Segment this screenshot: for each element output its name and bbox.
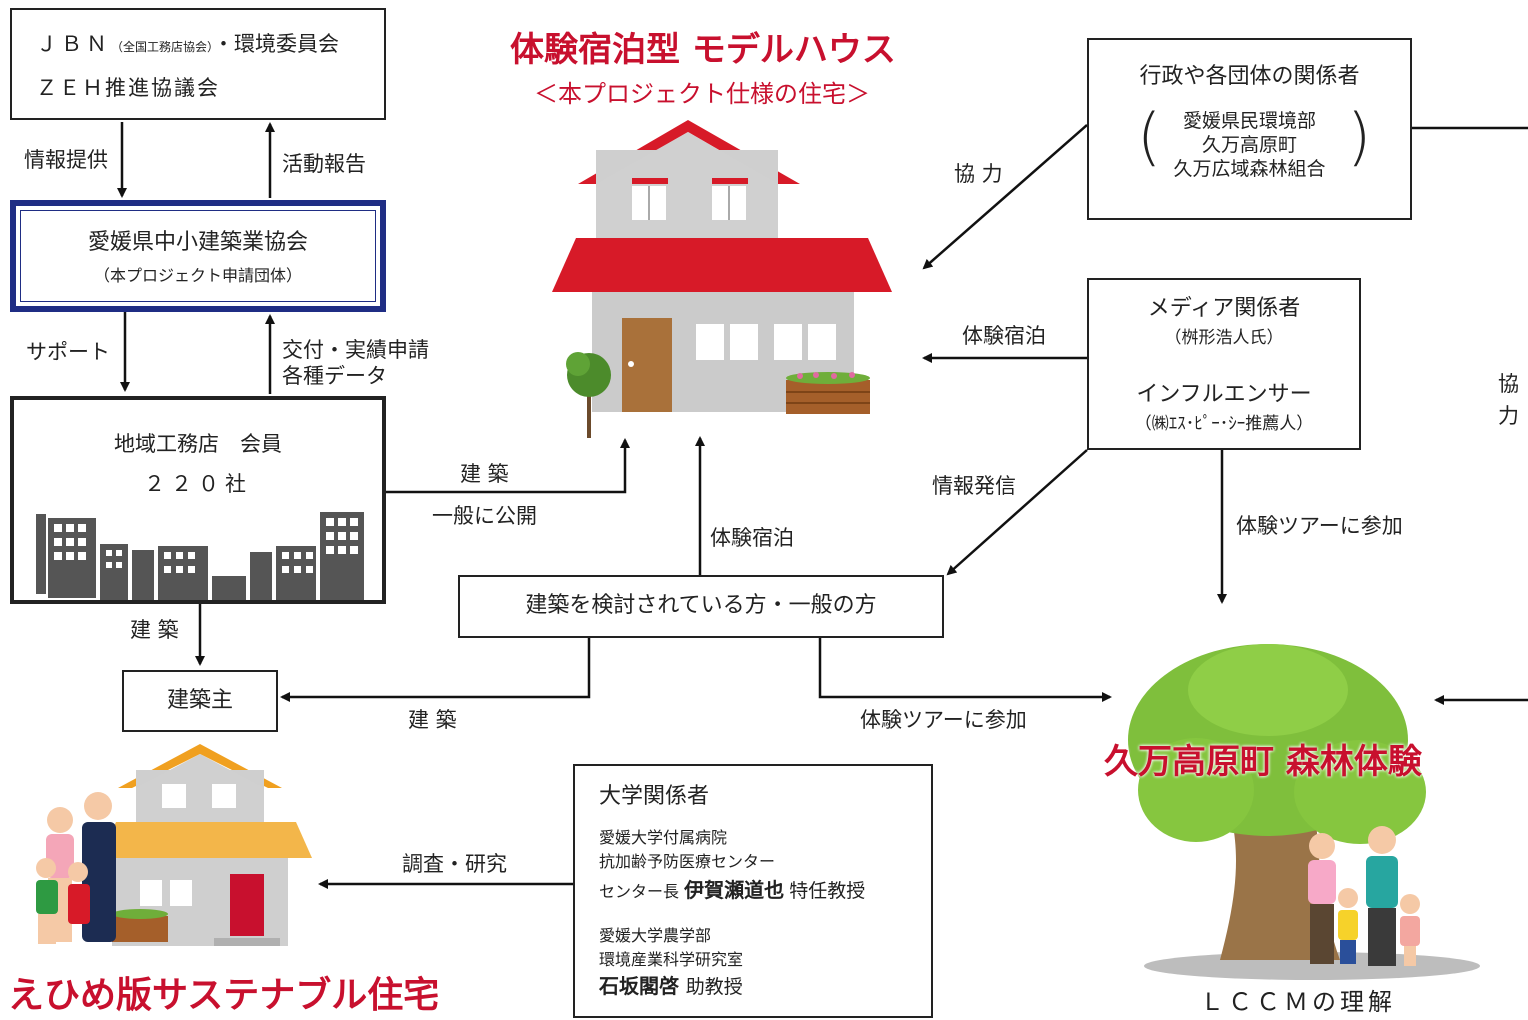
univ-box: 大学関係者 愛媛大学付属病院 抗加齢予防医療センター センター長 伊賀瀬道也 特… [573, 764, 933, 1018]
label-activity-report: 活動報告 [282, 152, 366, 176]
univ-title: 大学関係者 [599, 784, 710, 809]
builders-title: 地域工務店 会員 [114, 432, 282, 456]
label-grant-2: 各種データ [282, 364, 387, 388]
arrow-considering-tour [818, 638, 1112, 702]
label-grant-1: 交付・実績申請 [282, 338, 429, 362]
gov-item-1: 愛媛県民環境部 [1182, 110, 1316, 132]
univ-a1: 愛媛大学付属病院 [599, 828, 728, 847]
media-influencer: インフルエンサー [1136, 382, 1312, 407]
label-info-send: 情報発信 [932, 474, 1016, 498]
univ-a3: センター長 伊賀瀬道也 特任教授 [599, 878, 866, 902]
label-stay-a: 体験宿泊 [962, 324, 1046, 348]
city-buildings-icon [36, 512, 364, 600]
considering-box: 建築を検討されている方・一般の方 [458, 575, 944, 638]
label-build-c: 建 築 [408, 708, 457, 732]
arrow-considering-client [280, 638, 591, 702]
jbn-line1: ＪＢＮ（全国工務店協会）・環境委員会 [36, 32, 340, 56]
client-box: 建築主 [122, 670, 278, 732]
label-info-provide: 情報提供 [24, 148, 108, 172]
media-influencer-sub: （㈱ｴｽ･ﾋﾟｰ･ｼｰ推薦人） [1134, 414, 1314, 434]
gov-title: 行政や各団体の関係者 [1139, 64, 1360, 89]
sustainable-title: えひめ版サステナブル住宅 [8, 975, 440, 1016]
label-cooperate-b2: 力 [1498, 404, 1519, 428]
label-tour-b: 体験ツアーに参加 [860, 708, 1027, 732]
label-tour-a: 体験ツアーに参加 [1236, 514, 1403, 538]
media-box: メディア関係者 （桝形浩人氏） インフルエンサー （㈱ｴｽ･ﾋﾟｰ･ｼｰ推薦人） [1087, 278, 1361, 450]
label-public: 一般に公開 [432, 504, 537, 528]
gov-box: 行政や各団体の関係者 ( ) 愛媛県民環境部 久万高原町 久万広域森林組合 [1087, 38, 1412, 220]
label-cooperate-b1: 協 [1498, 372, 1519, 396]
label-cooperate-a: 協 力 [954, 162, 1003, 186]
gov-bracket-right: ) [1347, 100, 1372, 173]
arrow-build-public [386, 438, 630, 494]
assoc-box: 愛媛県中小建築業協会 （本プロジェクト申請団体） [10, 200, 386, 312]
considering-label: 建築を検討されている方・一般の方 [525, 593, 877, 618]
label-stay-b: 体験宿泊 [710, 526, 794, 550]
gov-item-3: 久万広域森林組合 [1173, 158, 1326, 180]
client-label: 建築主 [166, 688, 233, 713]
builders-box: 地域工務店 会員 ２２０社 [10, 396, 386, 604]
label-support: サポート [26, 340, 110, 364]
univ-b3: 石坂閣啓 助教授 [599, 974, 743, 998]
model-house-title: 体験宿泊型 モデルハウス [510, 30, 896, 70]
jbn-line2: ＺＥＨ推進協議会 [36, 76, 220, 100]
media-title-sub: （桝形浩人氏） [1164, 328, 1284, 348]
univ-a2: 抗加齢予防医療センター [599, 852, 776, 871]
forest-title: 久万高原町 森林体験 [1104, 742, 1422, 782]
arrow-gov-cooperate [922, 124, 1088, 270]
label-research: 調査・研究 [402, 852, 507, 876]
gov-bracket-left: ( [1137, 100, 1162, 173]
label-build-a: 建 築 [460, 462, 509, 486]
univ-b1: 愛媛大学農学部 [599, 926, 712, 945]
model-house-subtitle: ＜本プロジェクト仕様の住宅＞ [534, 80, 870, 108]
gov-item-2: 久万高原町 [1201, 134, 1297, 156]
media-title: メディア関係者 [1147, 296, 1301, 321]
univ-b2: 環境産業科学研究室 [599, 950, 744, 969]
arrow-media-info [946, 449, 1088, 576]
assoc-title: 愛媛県中小建築業協会 [87, 230, 308, 255]
label-build-b: 建 築 [130, 618, 179, 642]
forest-caption: ＬＣＣＭの理解 [1200, 988, 1396, 1016]
builders-count: ２２０社 [144, 472, 252, 496]
assoc-subtitle: （本プロジェクト申請団体） [93, 266, 302, 285]
jbn-box: ＪＢＮ（全国工務店協会）・環境委員会 ＺＥＨ推進協議会 [10, 8, 386, 120]
